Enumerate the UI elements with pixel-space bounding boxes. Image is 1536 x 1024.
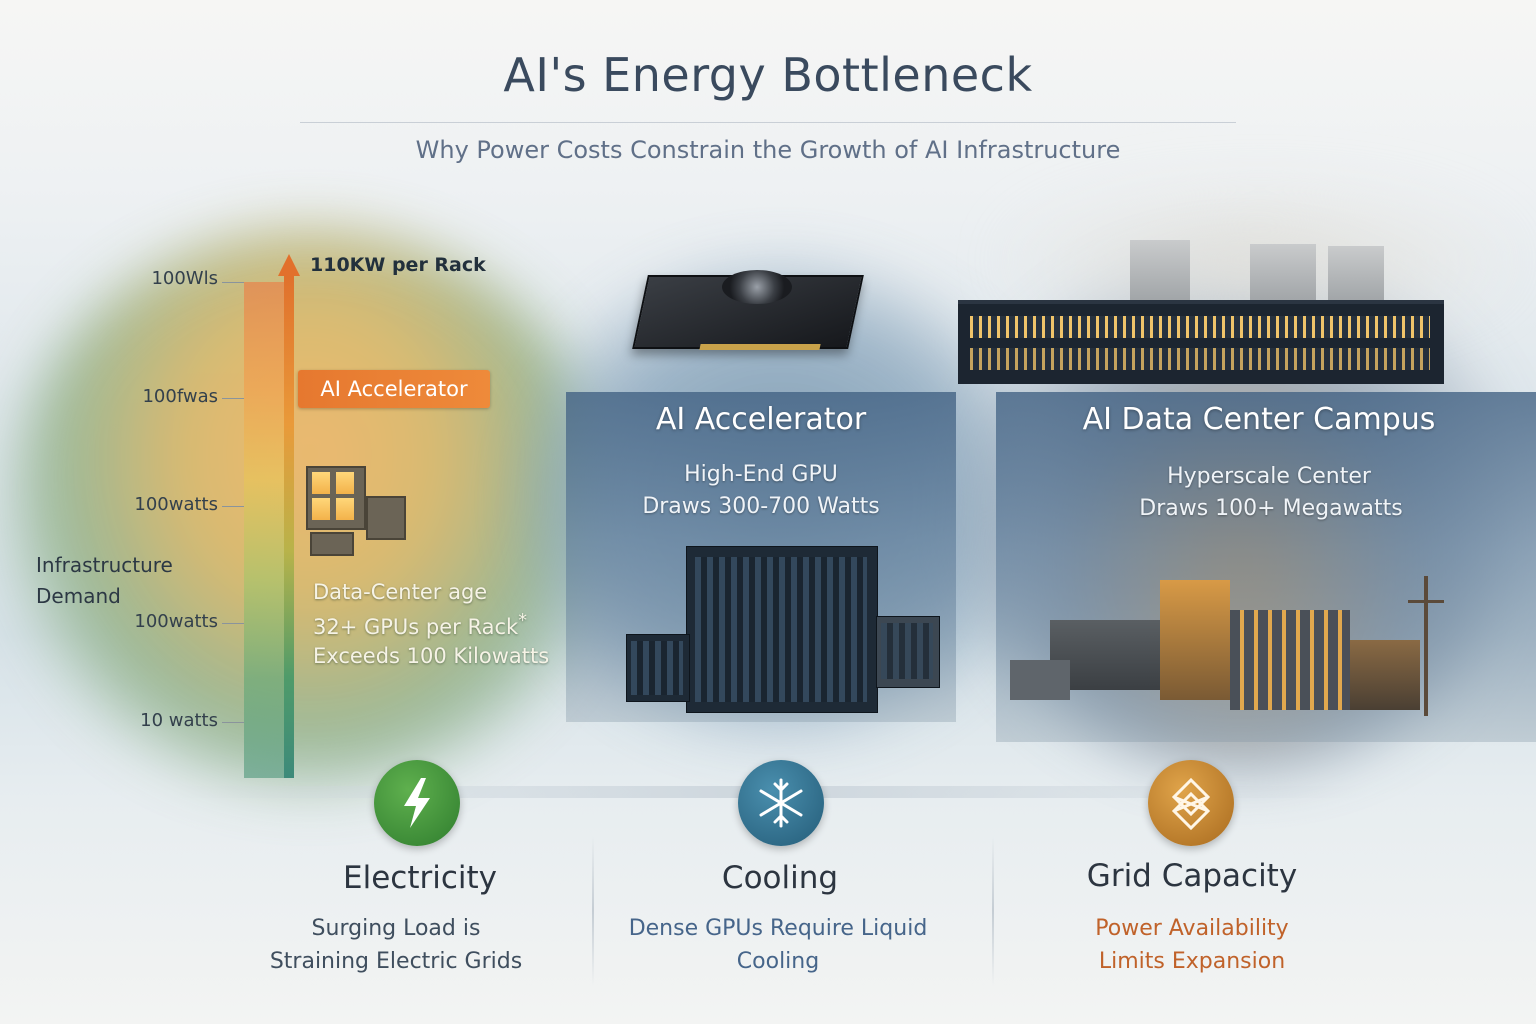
panel-line: Draws 300-700 Watts (642, 494, 880, 519)
rack-stage-line: Data-Center age (313, 580, 488, 604)
feature-description-line: Cooling (736, 949, 820, 974)
plant-building (1230, 610, 1350, 710)
server-panels (881, 623, 933, 679)
rack-light (312, 472, 330, 494)
axis-title: Infrastructure Demand (36, 550, 226, 612)
rack-base (310, 532, 354, 556)
page-title: AI's Energy Bottleneck (503, 48, 1033, 102)
scale-tick-label: 10 watts (140, 710, 218, 731)
feature-separator (592, 836, 594, 986)
panel-line: High-End GPU (684, 462, 838, 487)
scale-tick-label: 100watts (134, 611, 218, 632)
scale-tick (222, 506, 244, 507)
footnote-mark: * (518, 611, 527, 631)
cooling-tower (1328, 246, 1384, 304)
plant-building (1010, 660, 1070, 700)
title-divider (300, 122, 1236, 123)
feature-title: Cooling (721, 860, 839, 896)
top-marker-label: 110KW per Rack (310, 254, 486, 276)
accelerator-tag: AI Accelerator (298, 370, 490, 408)
cooling-tower (1250, 244, 1316, 304)
rack-stage-line: 32+ GPUs per Rack* (313, 607, 549, 642)
scale-tick (222, 722, 244, 723)
grid-icon-badge (1148, 760, 1234, 846)
feature-title: Electricity (343, 860, 497, 896)
feature-title: Grid Capacity (1086, 858, 1298, 894)
lightning-icon (404, 778, 430, 828)
panel-line: Draws 100+ Megawatts (1139, 496, 1403, 521)
page-subtitle: Why Power Costs Constrain the Growth of … (415, 136, 1121, 164)
building-lights (970, 348, 1430, 370)
building-lights (970, 316, 1430, 338)
scale-tick-label: 100watts (134, 494, 218, 515)
panel-title: AI Accelerator (655, 402, 867, 437)
scale-tick-label: 100fwas (142, 386, 218, 407)
electricity-icon-badge (374, 760, 460, 846)
rack-light (336, 472, 354, 494)
rack-light (336, 498, 354, 520)
plant-tower (1160, 580, 1230, 700)
snowflake-icon (759, 778, 803, 828)
server-rack (626, 634, 690, 702)
demand-arrow-shaft (284, 274, 294, 778)
cooling-tower (1130, 240, 1190, 304)
rack-light (312, 498, 330, 520)
gpu-connector (699, 344, 821, 350)
feature-description-line: Dense GPUs Require Liquid (628, 916, 928, 941)
feature-description: Power Availability Limits Expansion (992, 912, 1392, 978)
power-pylon-arm (1408, 600, 1444, 603)
industrial-campus-illustration (1010, 560, 1480, 720)
rack-stage-text: Data-Center age 32+ GPUs per Rack* Excee… (313, 578, 549, 671)
rack-cabinet (366, 496, 406, 540)
feature-description-line: Power Availability (1095, 916, 1289, 941)
data-center-building (958, 300, 1444, 384)
scale-tick (222, 623, 244, 624)
scale-tick-label: 100Wls (151, 268, 218, 289)
rack-stage-gpus: 32+ GPUs per Rack (313, 615, 519, 639)
scale-tick (222, 282, 244, 283)
panel-line: Hyperscale Center (1167, 464, 1371, 489)
panel-title: AI Data Center Campus (1082, 402, 1436, 437)
demand-scale-gradient (244, 282, 288, 778)
axis-title-line: Demand (36, 584, 121, 608)
server-panels (631, 641, 683, 695)
feature-description: Surging Load is Straining Electric Grids (196, 912, 596, 978)
grid-node-icon (1171, 777, 1211, 831)
feature-description-line: Limits Expansion (1098, 949, 1286, 974)
server-rack (876, 616, 940, 688)
feature-description-line: Straining Electric Grids (269, 949, 523, 974)
arrow-up-icon (278, 254, 300, 276)
plant-building (1350, 640, 1420, 710)
feature-separator (992, 836, 994, 986)
feature-description: Dense GPUs Require Liquid Cooling (578, 912, 978, 978)
feature-description-line: Surging Load is (311, 916, 481, 941)
gpu-fan-icon (722, 270, 792, 304)
server-panels (695, 557, 867, 702)
axis-title-line: Infrastructure (36, 553, 173, 577)
rack-stage-line: Exceeds 100 Kilowatts (313, 644, 550, 668)
server-rack (686, 546, 878, 713)
scale-tick (222, 398, 244, 399)
server-rack-illustration (306, 466, 406, 560)
power-pylon (1424, 576, 1428, 716)
cooling-icon-badge (738, 760, 824, 846)
server-cluster-illustration (626, 546, 946, 716)
